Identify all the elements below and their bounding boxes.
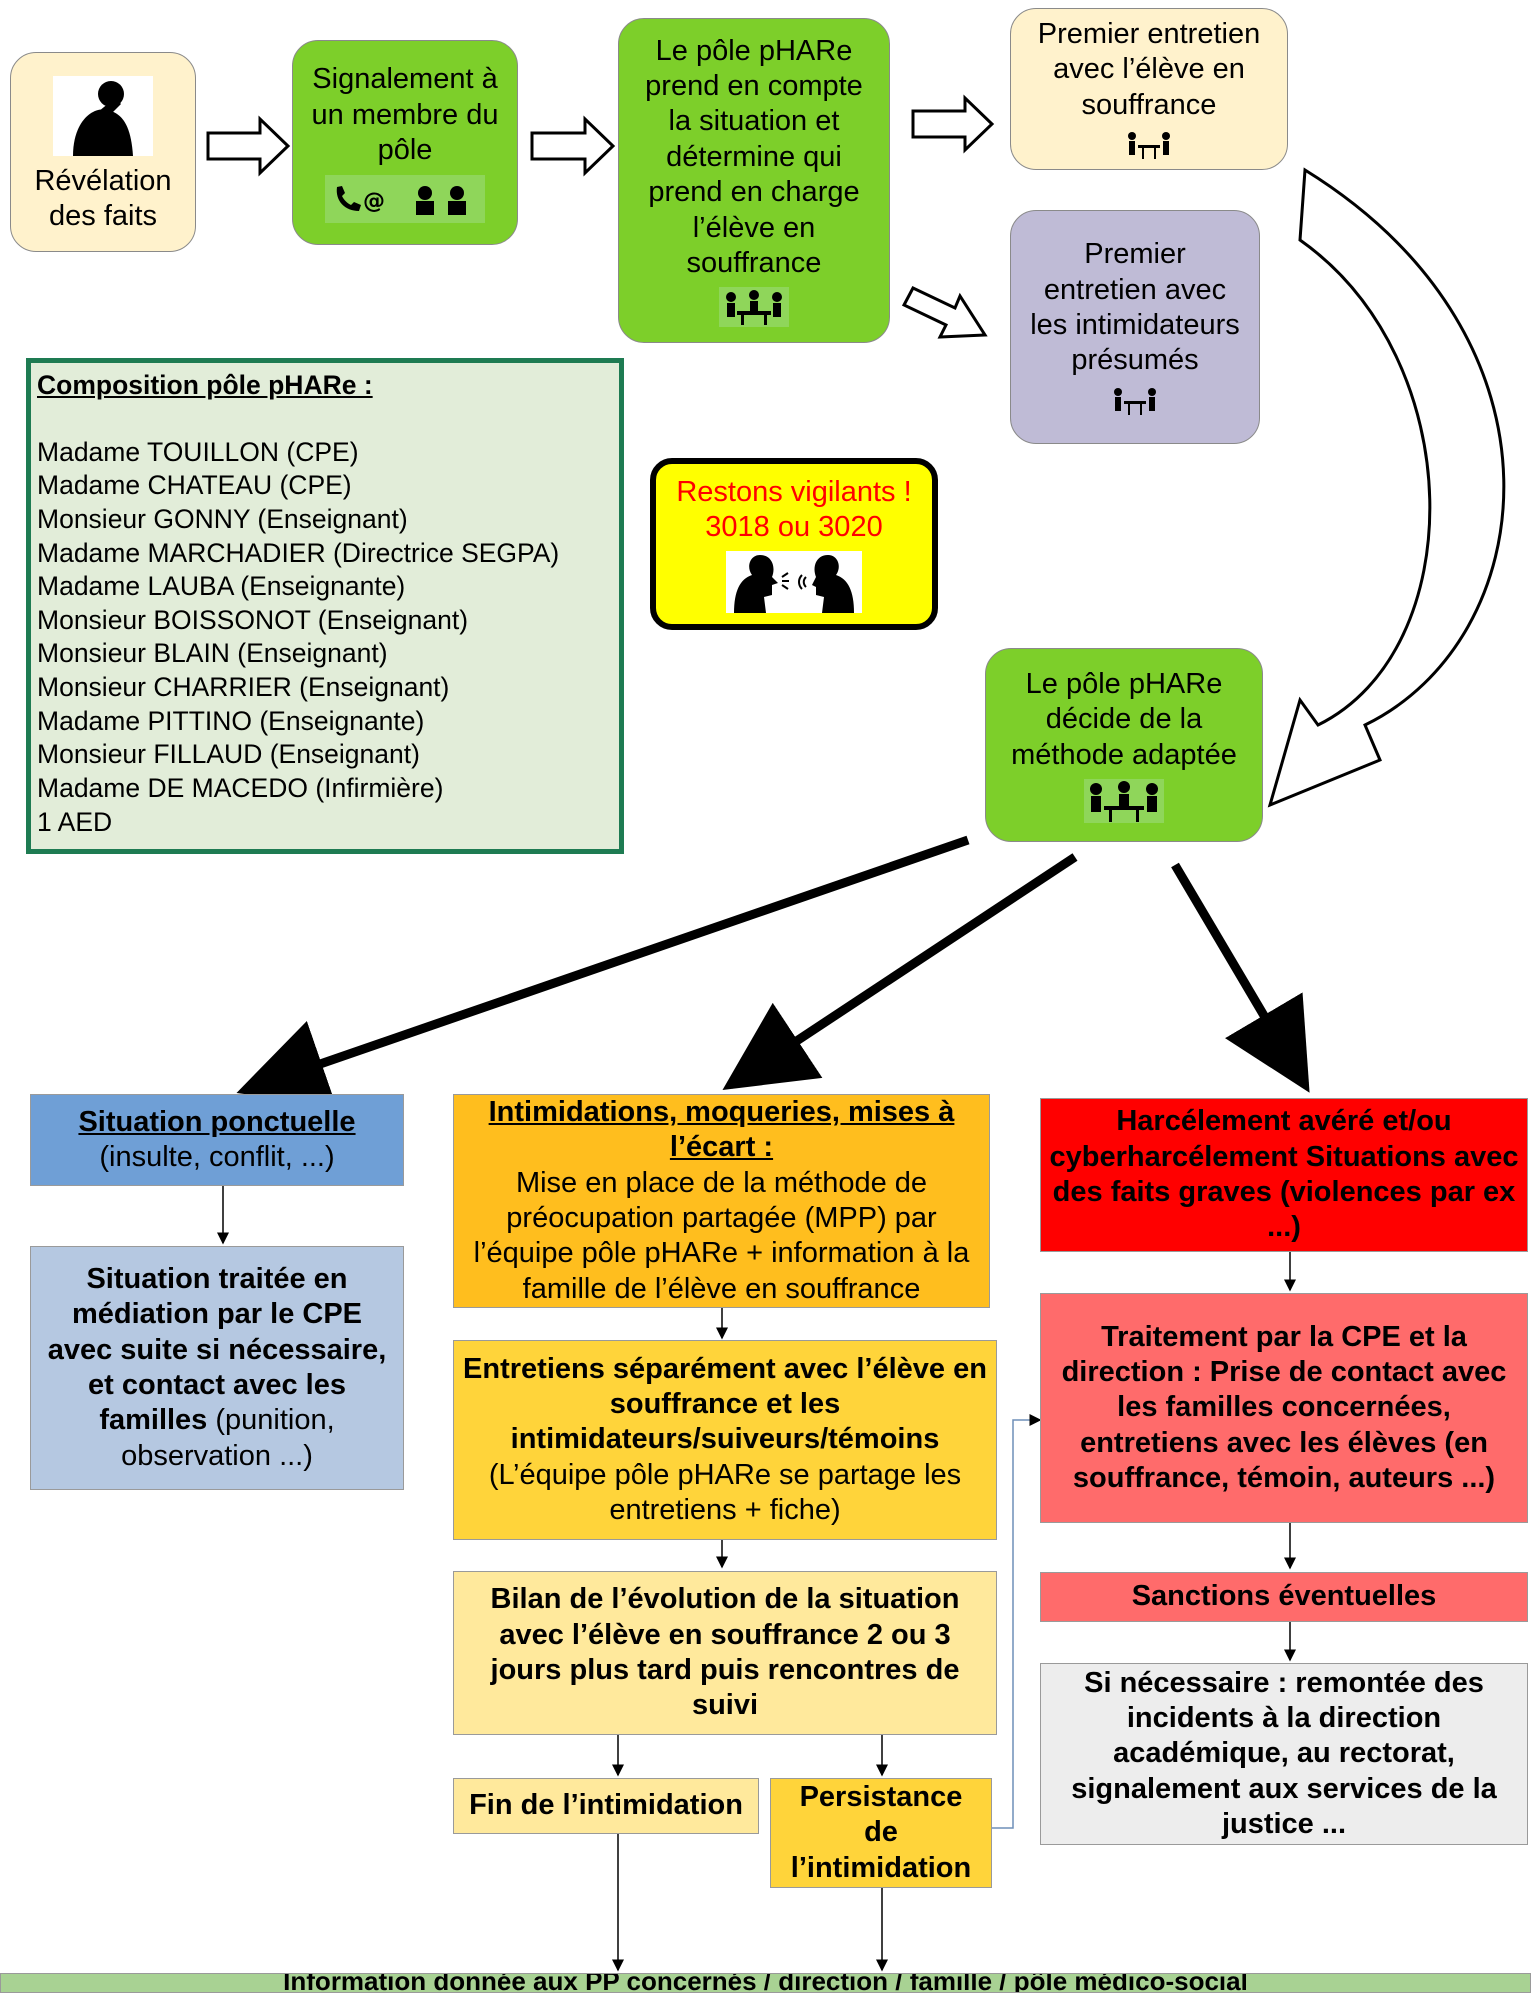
member-11: Madame DE MACEDO (Infirmière) — [37, 773, 444, 804]
situation-ponctuelle-title: Situation ponctuelle — [78, 1105, 356, 1138]
situation-traitee-normal: (punition, observation ...) — [121, 1404, 335, 1472]
revelation-label: Révélation des faits — [34, 164, 172, 232]
entretien-eleve-label: Premier entretien avec l’élève en souffr… — [1037, 17, 1261, 121]
arrow-to-left — [236, 835, 970, 1107]
situation-ponctuelle-box: Situation ponctuelle (insulte, conflit, … — [30, 1094, 404, 1186]
intimidations-title: Intimidations, moqueries, mises à l’écar… — [488, 1095, 955, 1164]
two-person-meeting-icon — [1114, 387, 1156, 415]
svg-text:@: @ — [363, 189, 385, 214]
entretiens-bold: Entretiens séparément avec l’élève en so… — [463, 1352, 987, 1456]
persistance-box: Persistance de l’intimidation — [770, 1778, 992, 1888]
persistance-label: Persistance de l’intimidation — [790, 1780, 972, 1884]
situation-traitee-familles: familles — [99, 1404, 208, 1437]
arrow-to-right — [1171, 862, 1310, 1093]
sanctions-label: Sanctions éventuelles — [1131, 1580, 1437, 1613]
decide-label: Le pôle pHARe décide de la méthode adapt… — [1011, 667, 1237, 771]
pole-prend-label: Le pôle pHARe prend en compte la situati… — [645, 34, 863, 279]
arrow-to-middle — [722, 853, 1078, 1090]
signalement-box: Signalement à un membre du pôle @ — [292, 40, 518, 245]
situation-ponctuelle-subtitle: (insulte, conflit, ...) — [99, 1141, 335, 1173]
intimidations-box: Intimidations, moqueries, mises à l’écar… — [453, 1094, 990, 1308]
member-10: Monsieur FILLAUD (Enseignant) — [37, 739, 420, 770]
bilan-label: Bilan de l’évolution de la situation ave… — [490, 1583, 960, 1722]
member-2: Madame CHATEAU (CPE) — [37, 470, 352, 501]
harcelement-box: Harcélement avéré et/ou cyberharcélement… — [1040, 1098, 1528, 1252]
entretien-intimidateurs-label: Premier entretien avec les intimidateurs… — [1030, 238, 1240, 377]
entretien-eleve-box: Premier entretien avec l’élève en souffr… — [1010, 8, 1288, 170]
block-arrow-3 — [911, 94, 995, 154]
signalement-label: Signalement à un membre du pôle — [311, 63, 499, 167]
fin-box: Fin de l’intimidation — [453, 1778, 759, 1834]
bilan-box: Bilan de l’évolution de la situation ave… — [453, 1571, 997, 1735]
entretiens-normal: (L’équipe pôle pHARe se partage les entr… — [488, 1458, 962, 1527]
situation-traitee-box: Situation traitée en médiation par le CP… — [30, 1246, 404, 1490]
remontee-box: Si nécessaire : remontée des incidents à… — [1040, 1663, 1528, 1845]
traitement-box: Traitement par la CPE et la direction : … — [1040, 1293, 1528, 1523]
member-7: Monsieur BLAIN (Enseignant) — [37, 638, 388, 669]
member-3: Monsieur GONNY (Enseignant) — [37, 503, 408, 534]
block-arrow-1 — [206, 115, 291, 177]
composition-title: Composition pôle pHARe : — [37, 370, 373, 400]
speaking-heads-icon — [726, 551, 862, 614]
entretien-intimidateurs-box: Premier entretien avec les intimidateurs… — [1010, 210, 1260, 444]
information-box: Information donnée aux PP concernés / di… — [0, 1973, 1531, 1993]
vigilance-line-1: Restons vigilants ! — [676, 475, 912, 508]
member-8: Monsieur CHARRIER (Enseignant) — [37, 672, 450, 703]
sanctions-box: Sanctions éventuelles — [1040, 1572, 1528, 1622]
member-1: Madame TOUILLON (CPE) — [37, 436, 359, 467]
member-6: Monsieur BOISSONOT (Enseignant) — [37, 604, 469, 635]
remontee-label: Si nécessaire : remontée des incidents à… — [1071, 1666, 1497, 1841]
pole-prend-box: Le pôle pHARe prend en compte la situati… — [618, 18, 890, 343]
decide-box: Le pôle pHARe décide de la méthode adapt… — [985, 648, 1263, 842]
revelation-box: Révélation des faits — [10, 52, 196, 252]
traitement-label: Traitement par la CPE et la direction : … — [1061, 1320, 1507, 1495]
member-9: Madame PITTINO (Enseignante) — [37, 705, 425, 736]
member-5: Madame LAUBA (Enseignante) — [37, 571, 406, 602]
member-12: 1 AED — [37, 806, 113, 837]
harcelement-label: Harcélement avéré et/ou cyberharcélement… — [1049, 1105, 1519, 1244]
meeting-icon — [1084, 779, 1164, 824]
entretiens-box: Entretiens séparément avec l’élève en so… — [453, 1340, 997, 1540]
block-arrow-2 — [530, 115, 616, 177]
situation-traitee-bold: Situation traitée en médiation par le CP… — [47, 1262, 387, 1401]
composition-box: Composition pôle pHARe : Madame TOUILLON… — [26, 358, 624, 854]
distressed-person-icon — [53, 75, 153, 156]
block-arrow-4 — [901, 286, 988, 339]
intimidations-body: Mise en place de la méthode de préocupat… — [473, 1166, 970, 1305]
vigilance-line-2: 3018 ou 3020 — [705, 511, 883, 543]
curved-arrow — [1267, 167, 1506, 808]
member-4: Madame MARCHADIER (Directrice SEGPA) — [37, 537, 560, 568]
phone-email-contact-icon: @ — [325, 174, 485, 223]
fin-label: Fin de l’intimidation — [469, 1789, 743, 1822]
meeting-icon — [719, 287, 789, 328]
vigilance-box: Restons vigilants ! 3018 ou 3020 — [650, 458, 938, 630]
information-label: Information donnée aux PP concernés / di… — [283, 1973, 1248, 1993]
two-person-meeting-icon — [1128, 132, 1170, 160]
